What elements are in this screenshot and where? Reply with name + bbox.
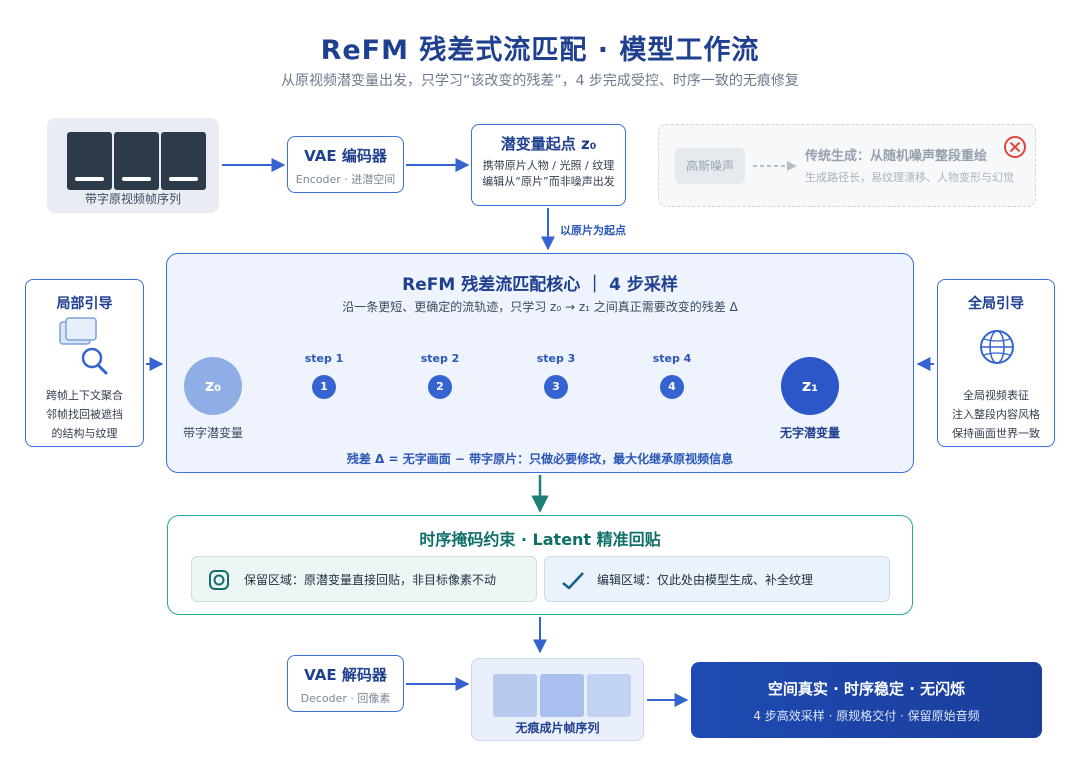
global-guide-box: 全局引导 全局视频表征 注入整段内容风格 保持画面世界一致 bbox=[937, 279, 1055, 447]
output-frame-thumb bbox=[587, 674, 631, 717]
output-frames-label: 无痕成片帧序列 bbox=[515, 721, 600, 735]
source-frames-label: 带字原视频帧序列 bbox=[84, 192, 181, 206]
global-guide-desc: 全局视频表征 注入整段内容风格 保持画面世界一致 bbox=[952, 389, 1040, 440]
z1-node: z₁ bbox=[781, 357, 839, 415]
vae-encoder-sub: Encoder · 进潜空间 bbox=[295, 173, 396, 186]
check-icon bbox=[562, 572, 584, 590]
step-label: step 3 bbox=[536, 352, 576, 365]
global-guide-title: 全局引导 bbox=[968, 296, 1024, 312]
step-node: 1 bbox=[312, 375, 336, 399]
keep-region-text: 保留区域：原潜变量直接回贴，非目标像素不动 bbox=[244, 573, 497, 587]
z1-label: 无字潜变量 bbox=[779, 426, 840, 440]
local-guide-box: 局部引导 跨帧上下文聚合 邻帧找回被遮挡 的结构与纹理 bbox=[25, 279, 144, 447]
step-label: step 2 bbox=[420, 352, 460, 365]
traditional-title: 传统生成：从随机噪声整段重绘 bbox=[805, 149, 988, 164]
source-frame-thumb bbox=[114, 132, 159, 190]
mask-title: 时序掩码约束 · Latent 精准回贴 bbox=[419, 530, 661, 549]
page-title: ReFM 残差式流匹配 · 模型工作流 bbox=[320, 35, 760, 66]
step-node: 4 bbox=[660, 375, 684, 399]
result-box: 空间真实 · 时序稳定 · 无闪烁 4 步高效采样 · 原规格交付 · 保留原始… bbox=[691, 662, 1042, 738]
camera-icon bbox=[209, 570, 229, 590]
dashed-arrow-icon bbox=[753, 161, 797, 171]
keep-region: 保留区域：原潜变量直接回贴，非目标像素不动 bbox=[191, 556, 537, 602]
result-title: 空间真实 · 时序稳定 · 无闪烁 bbox=[767, 680, 966, 698]
core-title: ReFM 残差流匹配核心 ｜ 4 步采样 bbox=[402, 275, 678, 295]
step-node: 3 bbox=[544, 375, 568, 399]
z0-label: 带字潜变量 bbox=[182, 426, 243, 440]
page-subtitle: 从原视频潜变量出发，只学习“该改变的残差”，4 步完成受控、时序一致的无痕修复 bbox=[281, 73, 799, 89]
mask-constraint-box: 时序掩码约束 · Latent 精准回贴 保留区域：原潜变量直接回贴，非目标像素… bbox=[167, 515, 913, 615]
step-label: step 1 bbox=[304, 352, 344, 365]
latent-start-box: 潜变量起点 z₀ 携带原片人物 / 光照 / 纹理 编辑从“原片”而非噪声出发 bbox=[471, 124, 626, 206]
vae-decoder-sub: Decoder · 回像素 bbox=[300, 692, 391, 705]
result-sub: 4 步高效采样 · 原规格交付 · 保留原始音频 bbox=[753, 709, 980, 723]
source-frames: 带字原视频帧序列 bbox=[47, 118, 219, 213]
vae-decoder-title: VAE 解码器 bbox=[304, 666, 387, 684]
traditional-generation-box: 高斯噪声 传统生成：从随机噪声整段重绘 生成路径长，易纹理漂移、人物变形与幻觉 bbox=[658, 124, 1036, 207]
cancel-icon bbox=[1004, 136, 1026, 158]
step-node: 2 bbox=[428, 375, 452, 399]
vae-encoder-title: VAE 编码器 bbox=[304, 147, 387, 165]
vae-decoder-box: VAE 解码器 Decoder · 回像素 bbox=[287, 655, 404, 712]
latent-start-line2: 编辑从“原片”而非噪声出发 bbox=[482, 175, 615, 188]
core-subtitle: 沿一条更短、更确定的流轨迹，只学习 z₀ → z₁ 之间真正需要改变的残差 Δ bbox=[342, 300, 738, 314]
latent-start-title: 潜变量起点 z₀ bbox=[500, 135, 597, 153]
gaussian-noise-chip: 高斯噪声 bbox=[675, 148, 745, 184]
output-frame-thumb bbox=[540, 674, 584, 717]
edit-region: 编辑区域：仅此处由模型生成、补全纹理 bbox=[544, 556, 890, 602]
start-from-source-label: 以原片为起点 bbox=[560, 224, 626, 237]
vae-encoder-box: VAE 编码器 Encoder · 进潜空间 bbox=[287, 136, 404, 193]
globe-icon bbox=[980, 330, 1014, 364]
layers-search-icon bbox=[59, 317, 108, 375]
traditional-desc: 生成路径长，易纹理漂移、人物变形与幻觉 bbox=[805, 171, 1014, 184]
refm-core-box: ReFM 残差流匹配核心 ｜ 4 步采样 沿一条更短、更确定的流轨迹，只学习 z… bbox=[166, 253, 914, 473]
source-frame-thumb bbox=[161, 132, 206, 190]
step-label: step 4 bbox=[652, 352, 692, 365]
latent-start-line1: 携带原片人物 / 光照 / 纹理 bbox=[482, 159, 615, 172]
z0-node: z₀ bbox=[184, 357, 242, 415]
core-residual-note: 残差 Δ = 无字画面 − 带字原片：只做必要修改，最大化继承原视频信息 bbox=[346, 452, 734, 466]
source-frame-thumb bbox=[67, 132, 112, 190]
output-frame-thumb bbox=[493, 674, 537, 717]
local-guide-title: 局部引导 bbox=[56, 296, 113, 312]
output-frames: 无痕成片帧序列 bbox=[471, 658, 644, 741]
local-guide-desc: 跨帧上下文聚合 邻帧找回被遮挡 的结构与纹理 bbox=[46, 389, 123, 440]
edit-region-text: 编辑区域：仅此处由模型生成、补全纹理 bbox=[597, 573, 814, 587]
